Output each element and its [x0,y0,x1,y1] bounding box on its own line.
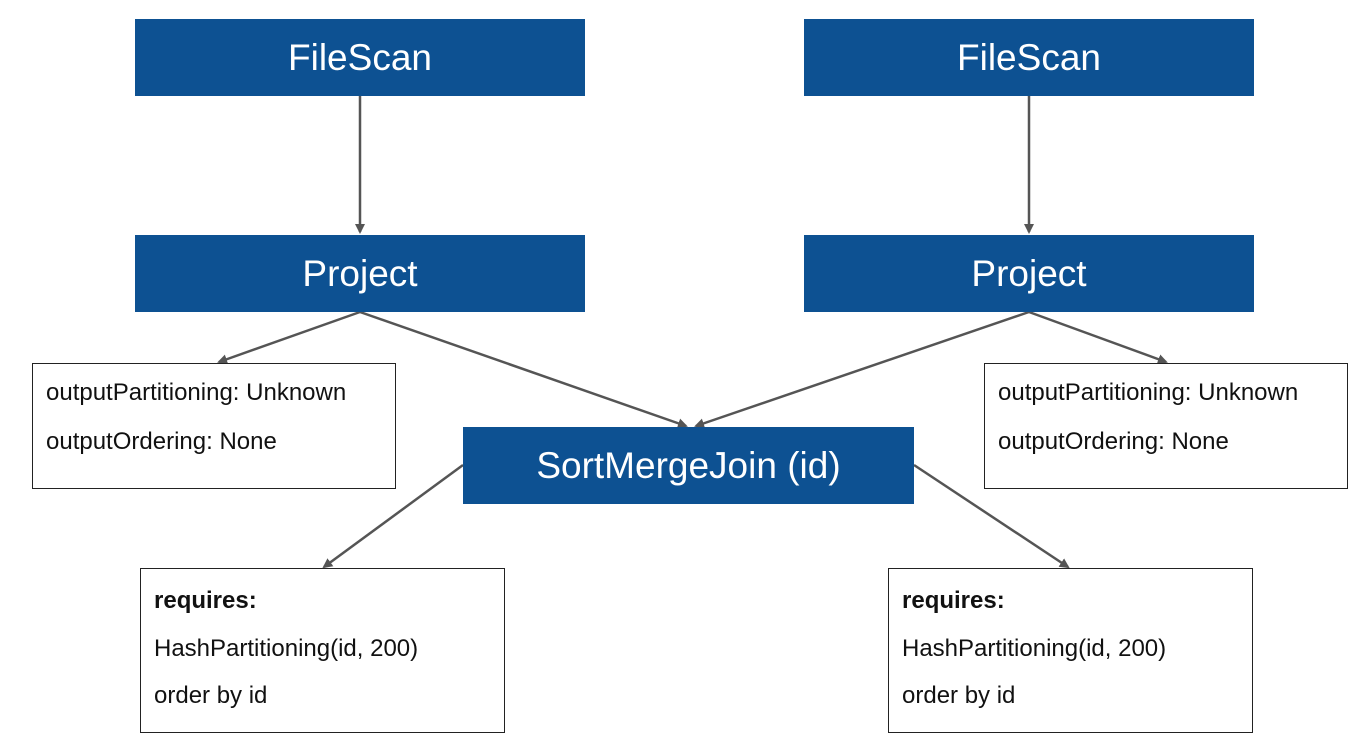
project-node-left: Project [135,235,585,312]
edge-project-right-to-output-box-right [1028,310,1168,364]
project-node-left-label: Project [302,252,418,294]
edge-sortmergejoin-to-requires-box-left [322,463,464,569]
requires-heading-left: requires: [154,587,257,614]
edge-project-right-to-sortmergejoin [694,310,1030,429]
output-properties-box-right: outputPartitioning: Unknown outputOrderi… [984,363,1348,489]
requires-ordering-right: order by id [902,682,1016,709]
output-ordering-left: outputOrdering: None [46,428,277,455]
output-partitioning-right: outputPartitioning: Unknown [998,379,1299,406]
project-node-right-label: Project [971,252,1087,294]
edge-project-left-to-sortmergejoin [359,310,688,429]
project-node-right: Project [804,235,1254,312]
requires-partitioning-right: HashPartitioning(id, 200) [902,635,1167,662]
filescan-node-right: FileScan [804,19,1254,96]
edge-sortmergejoin-to-requires-box-right [913,463,1070,569]
requires-partitioning-left: HashPartitioning(id, 200) [154,635,419,662]
requires-ordering-left: order by id [154,682,268,709]
output-ordering-right: outputOrdering: None [998,428,1229,455]
output-partitioning-left: outputPartitioning: Unknown [46,379,347,406]
requires-heading-right: requires: [902,587,1005,614]
filescan-node-right-label: FileScan [957,36,1101,78]
sortmergejoin-node-label: SortMergeJoin (id) [536,444,841,486]
filescan-node-left: FileScan [135,19,585,96]
output-properties-box-left: outputPartitioning: Unknown outputOrderi… [32,363,396,489]
sortmergejoin-node: SortMergeJoin (id) [463,427,914,504]
edge-project-left-to-output-box-left [217,310,361,365]
filescan-node-left-label: FileScan [288,36,432,78]
requires-box-right: requires: HashPartitioning(id, 200) orde… [888,568,1253,733]
requires-box-left: requires: HashPartitioning(id, 200) orde… [140,568,505,733]
